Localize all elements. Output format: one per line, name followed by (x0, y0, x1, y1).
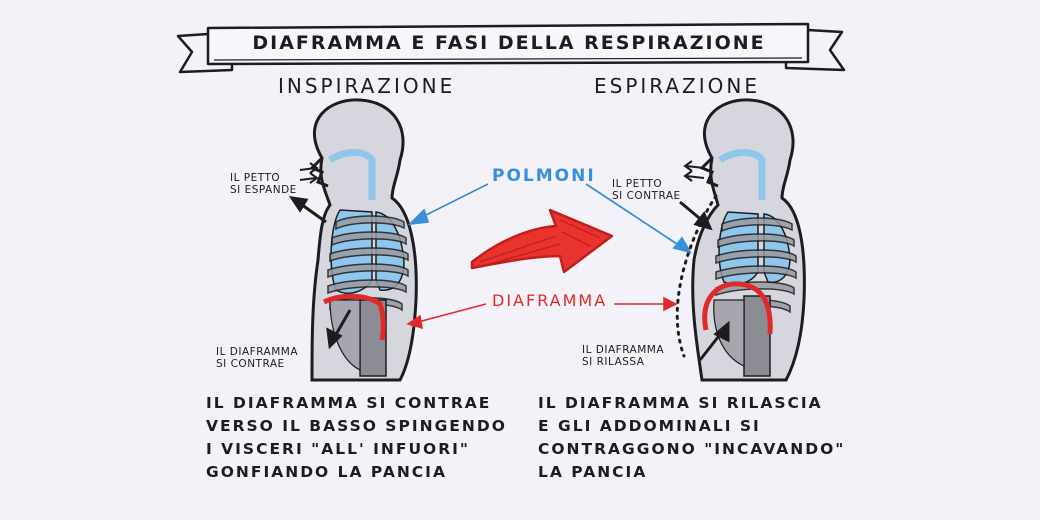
note-diaphragm-relaxes: IL DIAFRAMMA SI RILASSA (582, 344, 665, 368)
heading-inspiration: INSPIRAZIONE (278, 74, 456, 98)
phase-arrow-icon (470, 208, 614, 274)
label-diaphragm: DIAFRAMMA (492, 291, 608, 310)
diaphragm-pointers (406, 296, 678, 330)
title-banner (176, 22, 846, 74)
label-lungs: POLMONI (492, 166, 596, 186)
figure-expiration (675, 98, 806, 382)
heading-expiration: ESPIRAZIONE (594, 74, 760, 98)
note-chest-contracts: IL PETTO SI CONTRAE (612, 178, 681, 202)
figure-inspiration (288, 98, 418, 382)
lungs-pointers (407, 183, 692, 254)
diagram-title: DIAFRAMMA E FASI DELLA RESPIRAZIONE (252, 32, 766, 54)
description-expiration: IL DIAFRAMMA SI RILASCIA E GLI ADDOMINAL… (538, 394, 846, 481)
note-chest-expands: IL PETTO SI ESPANDE (230, 172, 297, 196)
description-inspiration: IL DIAFRAMMA SI CONTRAE VERSO IL BASSO S… (206, 394, 507, 481)
note-diaphragm-contracts: IL DIAFRAMMA SI CONTRAE (216, 346, 299, 370)
